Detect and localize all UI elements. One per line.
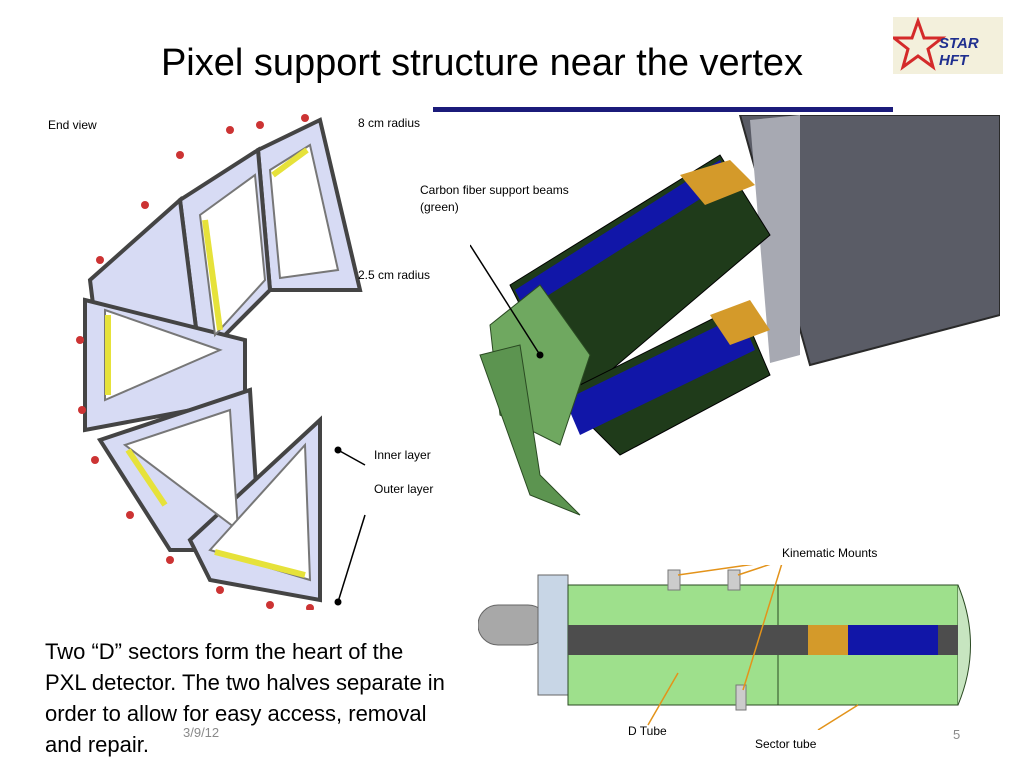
star-icon [893,17,947,71]
carbon-fiber-label: Carbon fiber support beams [420,183,569,197]
title-underline [433,107,893,112]
radius-2-5cm-label: 2.5 cm radius [358,268,431,282]
end-view-diagram [76,114,363,610]
inner-layer-label: Inner layer [374,448,431,462]
d-tube-diagram [478,565,971,730]
carbon-fiber-leader [470,244,541,356]
body-paragraph: Two “D” sectors form the heart of the PX… [45,639,445,757]
sector-tube-label: Sector tube [755,737,817,751]
d-tube-label: D Tube [628,724,667,738]
detector-3d-render [470,115,1000,516]
end-view-label: End view [48,118,97,132]
star-hft-logo: STAR HFT [893,17,1003,74]
outer-layer-label: Outer layer [374,482,434,496]
radius-8cm-label: 8 cm radius [358,116,421,130]
footer-date: 3/9/12 [183,725,220,740]
page-number: 5 [953,727,961,742]
kinematic-mounts-label: Kinematic Mounts [782,546,878,560]
logo-text: STAR HFT [939,35,979,69]
carbon-fiber-note: (green) [420,200,459,214]
slide-title: Pixel support structure near the vertex [160,42,804,84]
layer-leader-lines [334,446,366,606]
